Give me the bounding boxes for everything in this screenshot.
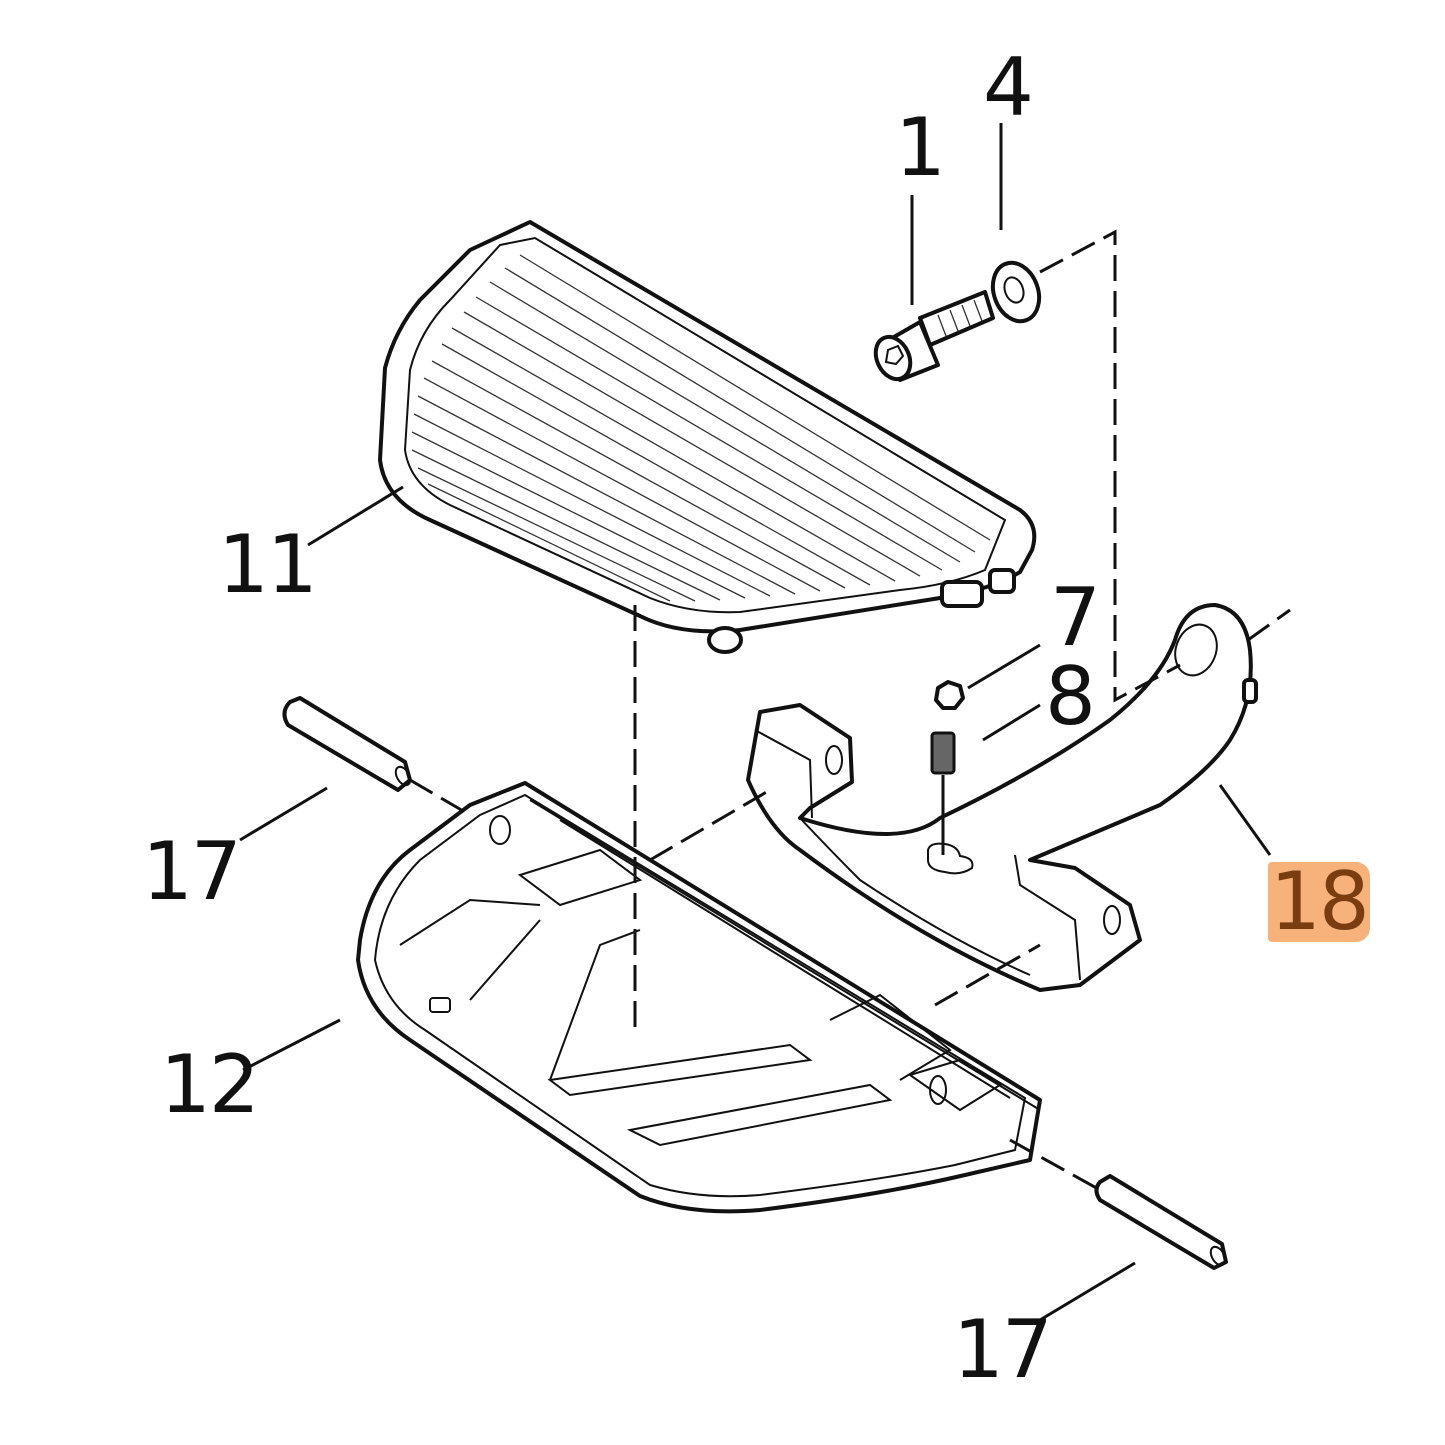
part-spring[interactable]: [927, 731, 974, 875]
callout-11[interactable]: 11: [218, 518, 318, 611]
leader-lines: [239, 123, 1272, 1322]
callout-1[interactable]: 1: [895, 101, 946, 194]
part-bolt[interactable]: [869, 290, 995, 385]
callout-4[interactable]: 4: [983, 41, 1034, 134]
callout-8[interactable]: 8: [1045, 650, 1096, 743]
part-washer[interactable]: [985, 256, 1047, 327]
part-mounting-bracket[interactable]: [746, 603, 1258, 992]
assembly-lines: [409, 229, 1291, 1192]
callout-7[interactable]: 7: [1050, 571, 1101, 664]
part-pin-upper[interactable]: [282, 696, 413, 792]
callout-17-upper[interactable]: 17: [142, 825, 242, 918]
callout-18-highlighted[interactable]: 18: [1268, 855, 1370, 948]
part-floorboard-pad[interactable]: [378, 220, 1037, 654]
callout-17-lower[interactable]: 17: [953, 1303, 1053, 1396]
callout-12[interactable]: 12: [160, 1038, 260, 1131]
part-detent-ball[interactable]: [934, 680, 965, 710]
part-pin-lower[interactable]: [1094, 1174, 1229, 1270]
